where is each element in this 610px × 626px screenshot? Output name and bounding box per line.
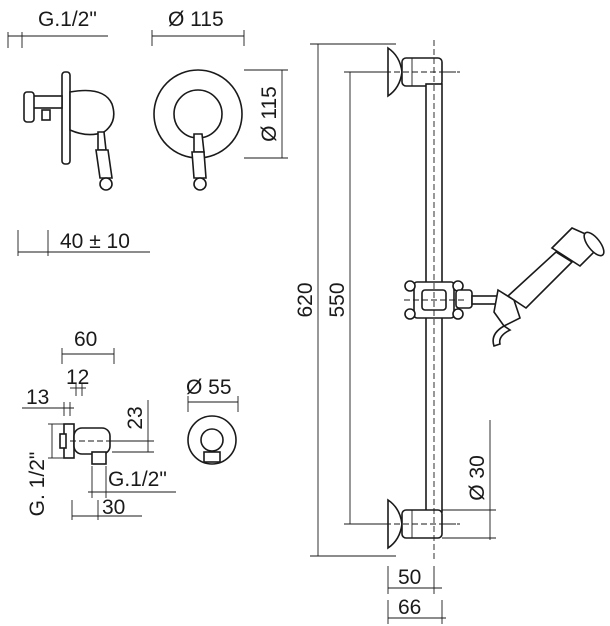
elbow-depth-label: 30 bbox=[102, 496, 125, 519]
elbow-wall-label: 13 bbox=[26, 386, 49, 409]
rail-bracket-label: 50 bbox=[398, 566, 421, 589]
elbow-side-view: 60 12 13 23 G. 1/2" G.1/2" bbox=[22, 328, 176, 520]
mixer-thread-label: G.1/2" bbox=[38, 8, 97, 31]
elbow-flange-label: Ø 55 bbox=[186, 376, 232, 399]
mixer-plate-height-label: Ø 115 bbox=[258, 86, 281, 142]
elbow-thread-side-label: G. 1/2" bbox=[26, 452, 49, 517]
slide-rail: 620 550 bbox=[294, 40, 605, 624]
mixer-plate-dia-label: Ø 115 bbox=[168, 8, 224, 31]
rail-tube-label: Ø 30 bbox=[466, 455, 489, 501]
elbow-width-label: 60 bbox=[74, 328, 97, 351]
rail-total-label: 620 bbox=[294, 282, 317, 317]
elbow-offset-label: 12 bbox=[66, 366, 89, 389]
mixer-depth-label: 40 ± 10 bbox=[60, 230, 130, 253]
elbow-front-view: Ø 55 bbox=[186, 376, 239, 465]
mixer-front-view: Ø 115 Ø 115 bbox=[151, 8, 288, 191]
elbow-thread-bottom-label: G.1/2" bbox=[108, 468, 167, 491]
rail-projection-label: 66 bbox=[398, 596, 421, 619]
elbow-height-label: 23 bbox=[124, 406, 147, 429]
rail-span-label: 550 bbox=[326, 282, 349, 317]
mixer-side-view: G.1/2" 40 ± 10 bbox=[7, 8, 150, 256]
